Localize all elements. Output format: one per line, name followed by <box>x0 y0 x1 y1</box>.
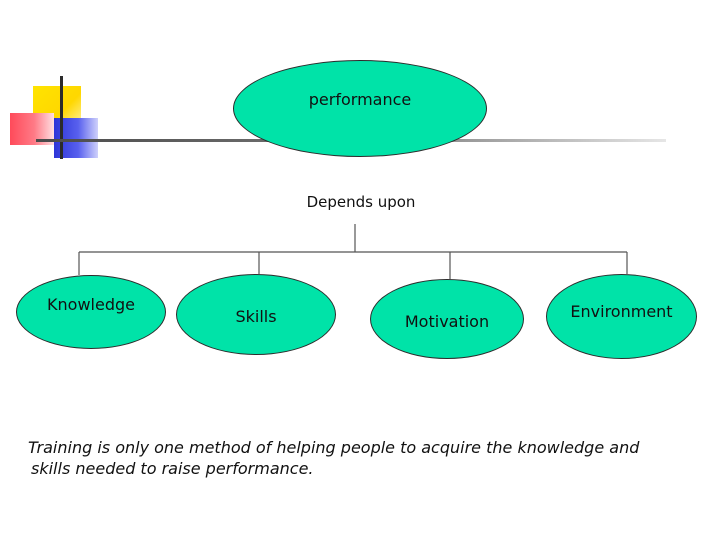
decorative-vertical-line <box>60 76 63 159</box>
performance-label: performance <box>308 90 412 109</box>
skills-node: Skills <box>176 274 336 355</box>
knowledge-label: Knowledge <box>47 295 135 314</box>
caption-line-1: Training is only one method of helping p… <box>28 438 640 457</box>
performance-node: performance <box>233 60 487 157</box>
motivation-label: Motivation <box>404 312 490 331</box>
caption-line-2: skills needed to raise performance. <box>31 459 314 478</box>
environment-label: Environment <box>570 302 673 321</box>
environment-node: Environment <box>546 274 697 359</box>
knowledge-node: Knowledge <box>16 275 166 349</box>
depends-upon-label: Depends upon <box>306 193 416 211</box>
caption: Training is only one method of helping p… <box>28 437 718 479</box>
skills-label: Skills <box>235 307 277 326</box>
motivation-node: Motivation <box>370 279 524 359</box>
